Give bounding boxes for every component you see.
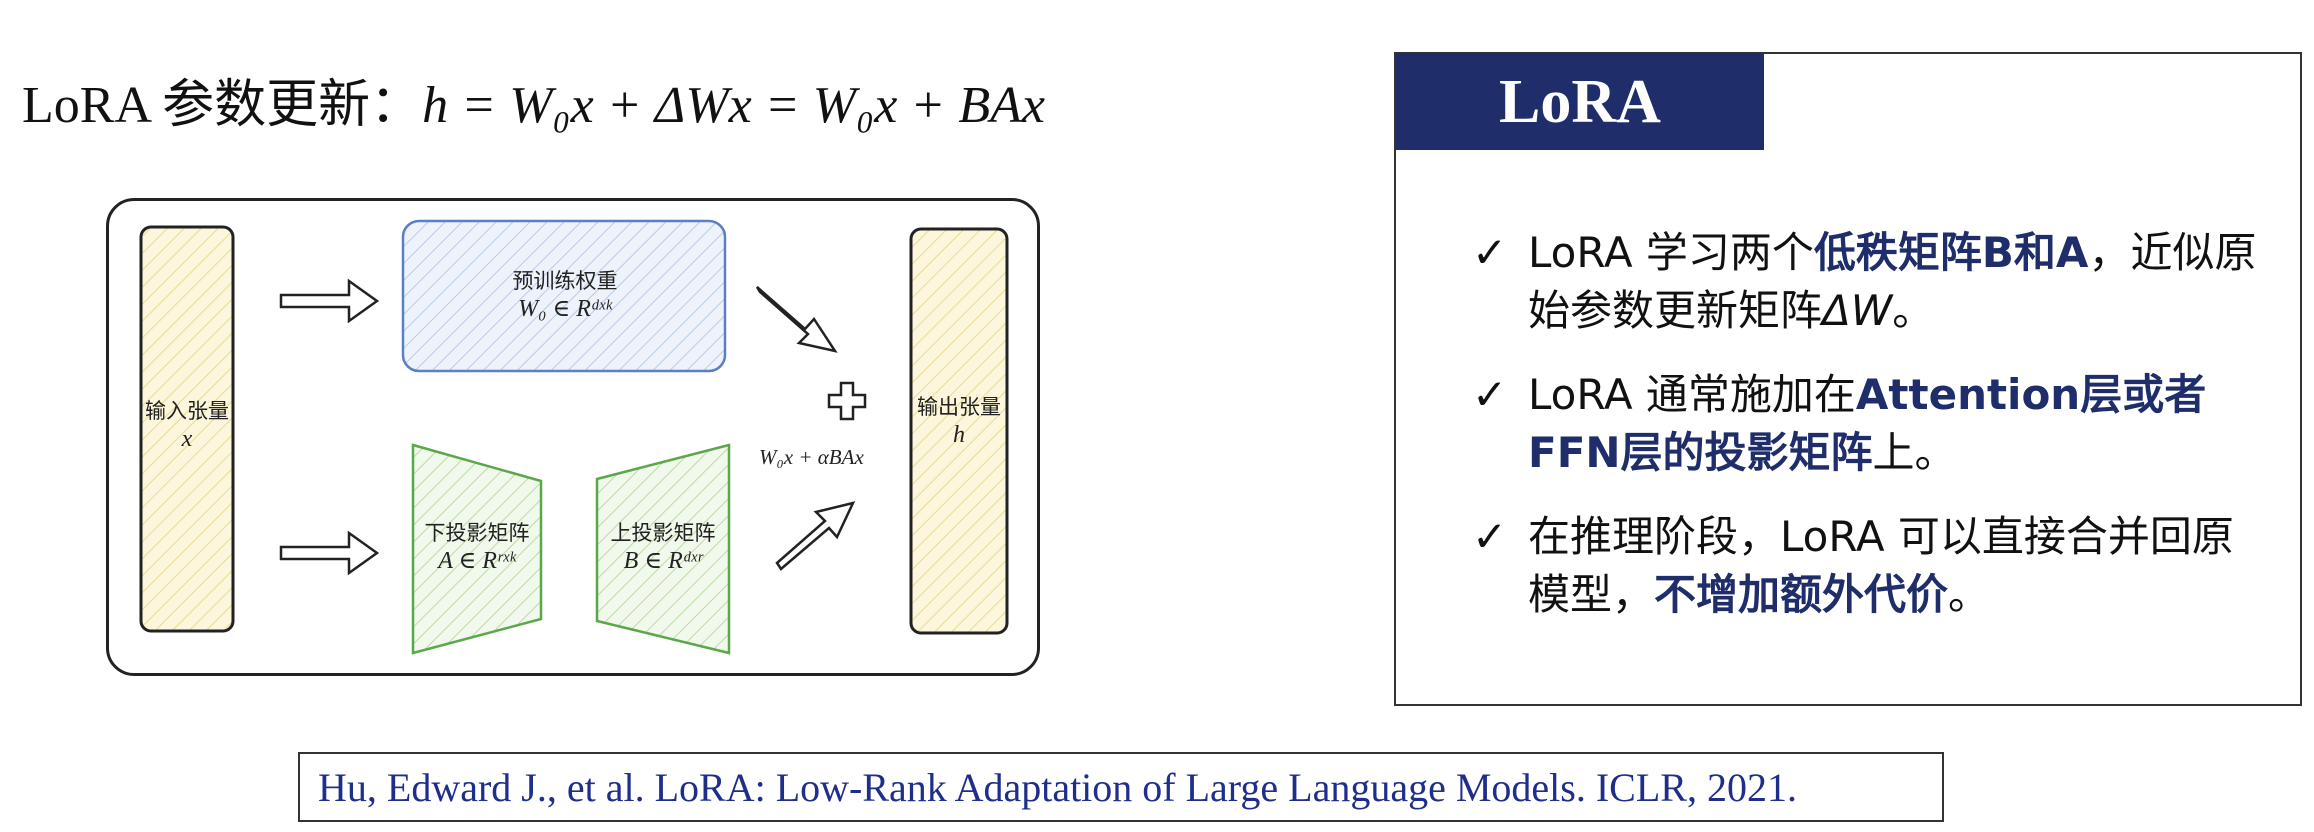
down-projection-shape [411,443,543,655]
lora-summary-panel: LoRA ✓ LoRA 学习两个低秩矩阵B和A，近似原始参数更新矩阵ΔW。 ✓ … [1394,52,2302,706]
formula-expression: h = W₀x + ΔWx = W₀x + BAx [422,77,1045,134]
bullet-highlight: Attention层或者FFN层的投影矩阵 [1528,370,2207,477]
up-projection-label: 上投影矩阵 B ∈ Rᵈˣʳ [595,519,731,575]
up-projection-shape [595,443,731,655]
pretrained-weight-label: 预训练权重 W₀ ∈ Rᵈˣᵏ [405,267,725,323]
checkmark-icon: ✓ [1472,512,1508,561]
lora-update-formula: LoRA 参数更新：h = W₀x + ΔWx = W₀x + BAx [22,62,1045,137]
bullet-text: 在推理阶段，LoRA 可以直接合并回原模型， [1528,512,2234,619]
bullet-attention-ffn: ✓ LoRA 通常施加在Attention层或者FFN层的投影矩阵上。 [1472,366,2272,482]
bullet-text: 。 [1892,286,1935,335]
bullet-text: 。 [1948,570,1991,619]
checkmark-icon: ✓ [1472,228,1508,277]
panel-title: LoRA [1396,54,1764,150]
output-tensor-box [909,227,1009,635]
paper-citation: Hu, Edward J., et al. LoRA: Low-Rank Ada… [298,752,1944,822]
bullet-text: LoRA 通常施加在 [1528,370,1856,419]
up-projection-text: 上投影矩阵 [610,521,716,545]
pretrained-weight-symbol: W₀ ∈ Rᵈˣᵏ [518,296,612,322]
sum-expression: W₀x + αBAx [759,445,864,469]
bullet-text: LoRA 学习两个 [1528,228,1814,277]
bullet-text: 上。 [1872,428,1957,477]
bullet-inference-merge: ✓ 在推理阶段，LoRA 可以直接合并回原模型，不增加额外代价。 [1472,508,2272,624]
down-projection-label: 下投影矩阵 A ∈ Rʳˣᵏ [409,519,545,575]
up-projection-symbol: B ∈ Rᵈˣʳ [623,548,703,574]
output-tensor-text: 输出张量 [917,395,1001,419]
output-tensor-label: 输出张量 h [909,393,1009,449]
input-tensor-symbol: x [181,426,193,452]
lora-diagram: 输入张量 x 预训练权重 W₀ ∈ Rᵈˣᵏ 下投影矩阵 A ∈ Rʳˣᵏ 上投… [106,198,1040,676]
bullet-highlight: 低秩矩阵B和A [1813,228,2089,277]
checkmark-icon: ✓ [1472,370,1508,419]
down-projection-symbol: A ∈ Rʳˣᵏ [438,548,516,574]
arrow-pretrained-to-sum [755,286,838,353]
input-tensor-text: 输入张量 [145,399,229,423]
sum-plus-icon [827,381,867,421]
arrow-up-proj-to-sum [775,501,856,571]
summary-bullet-list: ✓ LoRA 学习两个低秩矩阵B和A，近似原始参数更新矩阵ΔW。 ✓ LoRA … [1472,224,2272,650]
pretrained-weight-text: 预训练权重 [512,269,618,293]
arrow-to-down-proj [279,530,380,576]
diagram-shapes [139,219,1009,655]
arrow-to-pretrained [279,278,380,324]
output-tensor-symbol: h [953,422,965,448]
pretrained-weight-box [401,219,727,373]
bullet-low-rank: ✓ LoRA 学习两个低秩矩阵B和A，近似原始参数更新矩阵ΔW。 [1472,224,2272,340]
down-projection-text: 下投影矩阵 [424,521,530,545]
formula-prefix: LoRA 参数更新： [22,77,423,134]
bullet-text: ，近似原始参数更新矩阵 [1528,228,2257,335]
input-tensor-box [139,225,235,633]
bullet-math: ΔW [1822,286,1893,335]
bullet-highlight: 不增加额外代价 [1654,570,1949,619]
input-tensor-label: 输入张量 x [137,397,237,453]
